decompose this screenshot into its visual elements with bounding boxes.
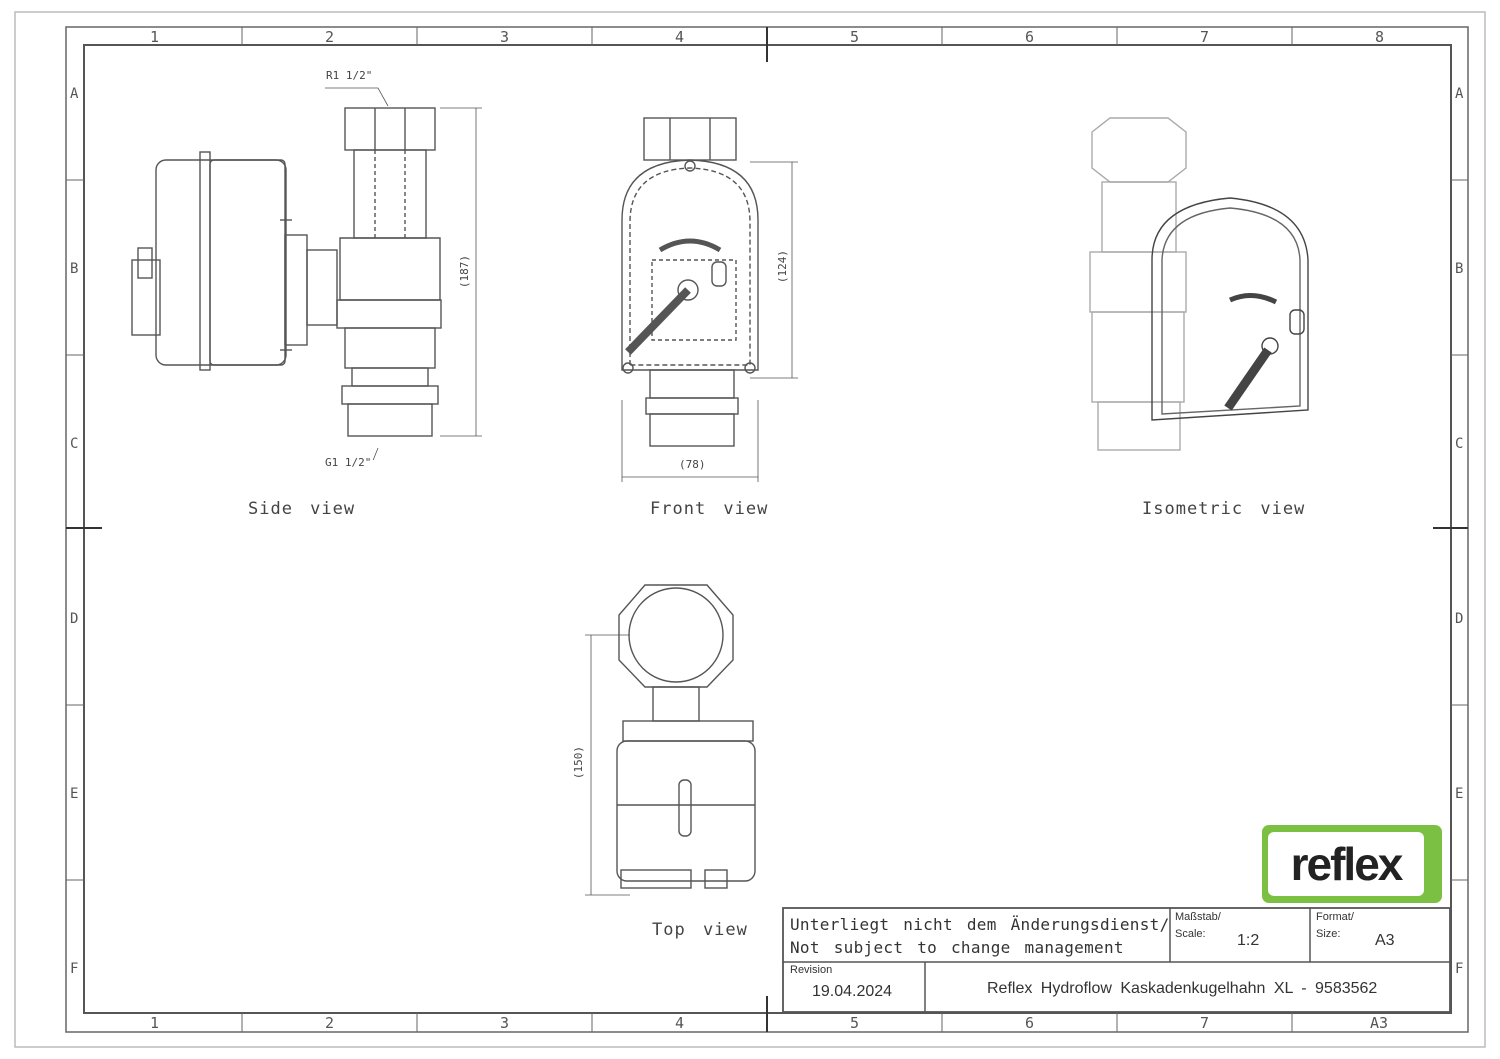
column-label-bottom: 7	[1200, 1014, 1210, 1032]
column-label-bottom: 3	[500, 1014, 510, 1032]
row-label-left: E	[70, 786, 79, 802]
row-label-left: C	[70, 436, 79, 452]
top-length-dimension: (150)	[572, 745, 586, 780]
front-view-drawing	[621, 117, 798, 482]
column-label-bottom: 1	[150, 1014, 160, 1032]
reflex-logo: reflex	[1262, 825, 1442, 903]
logo-text: reflex	[1290, 838, 1404, 890]
column-label-bottom: 4	[675, 1014, 685, 1032]
row-label-right: D	[1455, 611, 1464, 627]
row-label-right: C	[1455, 436, 1464, 452]
column-label: 4	[675, 28, 685, 46]
column-label-bottom: A3	[1370, 1014, 1389, 1032]
row-label-left: B	[70, 261, 79, 277]
column-label-bottom: 2	[325, 1014, 335, 1032]
format-value: A3	[1375, 932, 1395, 949]
column-label: 5	[850, 28, 860, 46]
row-label-right: E	[1455, 786, 1464, 802]
scale-label: Maßstab/	[1175, 911, 1221, 923]
scale-value: 1:2	[1237, 932, 1260, 949]
front-width-dimension: (78)	[679, 458, 706, 471]
isometric-view-drawing	[1089, 117, 1309, 451]
column-label: 1	[150, 28, 160, 46]
side-height-dimension: (187)	[458, 254, 472, 289]
change-note-line1: Unterliegt nicht dem Änderungsdienst/	[790, 915, 1170, 934]
change-note-line2: Not subject to change management	[790, 938, 1124, 957]
side-view-drawing	[131, 87, 482, 460]
drawing-title: Reflex Hydroflow Kaskadenkugelhahn XL - …	[987, 980, 1378, 997]
format-label-en: Size:	[1316, 928, 1341, 940]
row-label-right: A	[1455, 86, 1464, 102]
row-label-right: B	[1455, 261, 1464, 277]
row-label-right: F	[1455, 961, 1464, 977]
column-label: 2	[325, 28, 335, 46]
front-height-dimension: (124)	[776, 249, 790, 284]
column-label-bottom: 5	[850, 1014, 860, 1032]
revision-label: Revision	[790, 964, 833, 976]
title-block-lines	[782, 907, 1451, 1013]
format-label: Format/	[1316, 911, 1354, 923]
isometric-view-label: Isometric view	[1142, 499, 1306, 519]
row-label-left: D	[70, 611, 79, 627]
thread-top-label: R1 1/2"	[326, 69, 373, 82]
column-label: 7	[1200, 28, 1210, 46]
row-label-left: A	[70, 86, 79, 102]
front-view-label: Front view	[650, 499, 769, 519]
thread-bottom-label: G1 1/2"	[325, 456, 372, 469]
row-label-left: F	[70, 961, 79, 977]
top-view-drawing	[585, 584, 756, 896]
column-label-bottom: 6	[1025, 1014, 1035, 1032]
scale-label-en: Scale:	[1175, 928, 1206, 940]
column-label: 8	[1375, 28, 1385, 46]
side-view-label: Side view	[248, 499, 356, 519]
column-label: 6	[1025, 28, 1035, 46]
revision-date: 19.04.2024	[812, 983, 893, 1000]
column-label: 3	[500, 28, 510, 46]
top-view-label: Top view	[652, 920, 748, 940]
